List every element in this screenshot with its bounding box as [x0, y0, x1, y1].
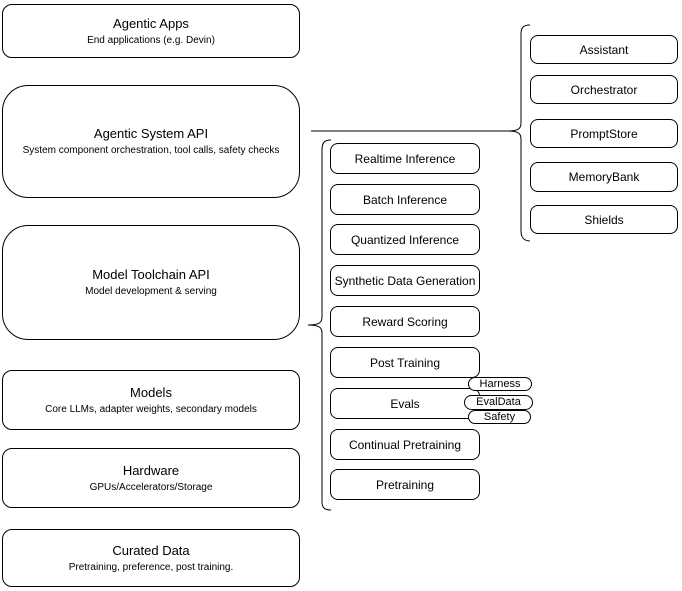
- node-label: Continual Pretraining: [348, 437, 462, 452]
- node-assistant: Assistant: [530, 35, 678, 64]
- node-label: MemoryBank: [568, 170, 640, 184]
- node-subtitle: Pretraining, preference, post training.: [68, 561, 234, 573]
- tag-evaldata: EvalData: [464, 395, 533, 410]
- node-label: Post Training: [369, 355, 441, 370]
- node-label: Reward Scoring: [362, 314, 448, 329]
- node-subtitle: Core LLMs, adapter weights, secondary mo…: [45, 403, 257, 415]
- node-title: Agentic Apps: [113, 15, 189, 31]
- node-model-toolchain-api: Model Toolchain API Model development & …: [2, 225, 300, 340]
- node-label: Batch Inference: [362, 192, 448, 207]
- node-models: Models Core LLMs, adapter weights, secon…: [2, 370, 300, 430]
- tag-label: Safety: [483, 410, 516, 423]
- node-pretraining: Pretraining: [330, 469, 480, 500]
- node-label: Orchestrator: [570, 82, 638, 97]
- node-promptstore: PromptStore: [530, 119, 678, 148]
- tag-label: Harness: [479, 377, 521, 390]
- node-title: Models: [130, 384, 172, 400]
- node-subtitle: System component orchestration, tool cal…: [22, 145, 280, 156]
- node-shields: Shields: [530, 205, 678, 234]
- node-hardware: Hardware GPUs/Accelerators/Storage: [2, 448, 300, 508]
- node-title: Model Toolchain API: [92, 267, 210, 282]
- tag-label: EvalData: [476, 396, 521, 408]
- node-subtitle: GPUs/Accelerators/Storage: [89, 481, 213, 493]
- node-subtitle: End applications (e.g. Devin): [87, 34, 215, 46]
- node-realtime-inference: Realtime Inference: [330, 143, 480, 174]
- node-curated-data: Curated Data Pretraining, preference, po…: [2, 529, 300, 587]
- node-label: Evals: [390, 396, 420, 411]
- node-label: Quantized Inference: [350, 232, 460, 247]
- tag-harness: Harness: [468, 377, 532, 391]
- node-subtitle: Model development & serving: [85, 286, 217, 297]
- node-orchestrator: Orchestrator: [530, 75, 678, 104]
- tag-safety: Safety: [468, 410, 531, 424]
- node-quantized-inference: Quantized Inference: [330, 224, 480, 255]
- node-title: Curated Data: [112, 542, 190, 558]
- node-label: Realtime Inference: [354, 151, 456, 166]
- node-label: Assistant: [579, 42, 629, 57]
- bracket-toolchain-items: [307, 139, 332, 511]
- node-title: Hardware: [122, 462, 180, 478]
- node-label: PromptStore: [570, 126, 638, 141]
- node-continual-pretraining: Continual Pretraining: [330, 429, 480, 460]
- node-label: Synthetic Data Generation: [334, 273, 476, 288]
- node-agentic-system-api: Agentic System API System component orch…: [2, 85, 300, 198]
- node-post-training: Post Training: [330, 347, 480, 378]
- node-label: Pretraining: [375, 477, 435, 492]
- node-title: Agentic System API: [93, 126, 209, 141]
- node-agentic-apps: Agentic Apps End applications (e.g. Devi…: [2, 4, 300, 58]
- node-reward-scoring: Reward Scoring: [330, 306, 480, 337]
- node-synthetic-data-generation: Synthetic Data Generation: [330, 265, 480, 296]
- node-label: Shields: [584, 212, 624, 227]
- node-batch-inference: Batch Inference: [330, 184, 480, 215]
- node-memorybank: MemoryBank: [530, 162, 678, 192]
- node-evals: Evals: [330, 388, 480, 419]
- bracket-system-components: [507, 24, 531, 242]
